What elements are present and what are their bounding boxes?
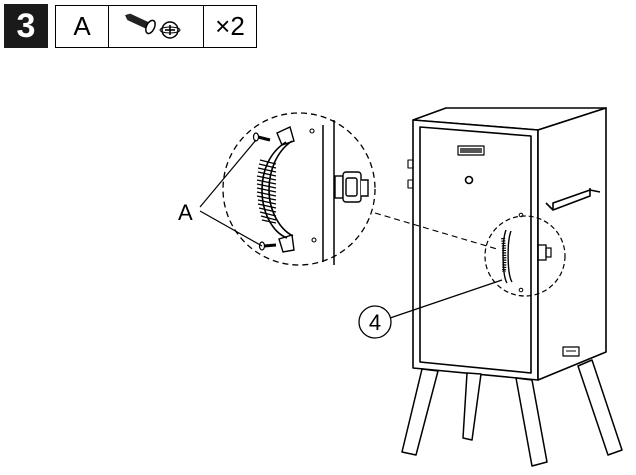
screw-icon (125, 13, 181, 39)
smoker-legs (401, 359, 623, 467)
detail-connector (374, 212, 498, 250)
item-4-callout: 4 (358, 279, 503, 339)
magnified-detail (222, 112, 376, 266)
callout-label-4: 4 (369, 310, 381, 335)
step-header: 3 A ×2 (4, 4, 257, 48)
callout-label-a: A (178, 200, 193, 225)
parts-table: A ×2 (55, 4, 257, 48)
part-letter: A (56, 5, 109, 47)
screw-icon-cell (109, 5, 204, 47)
step-number: 3 (4, 4, 48, 48)
part-a-callout: A (178, 139, 263, 247)
smoker-cabinet (407, 107, 607, 381)
door-detail-circle (484, 212, 566, 297)
part-quantity: ×2 (215, 10, 245, 41)
